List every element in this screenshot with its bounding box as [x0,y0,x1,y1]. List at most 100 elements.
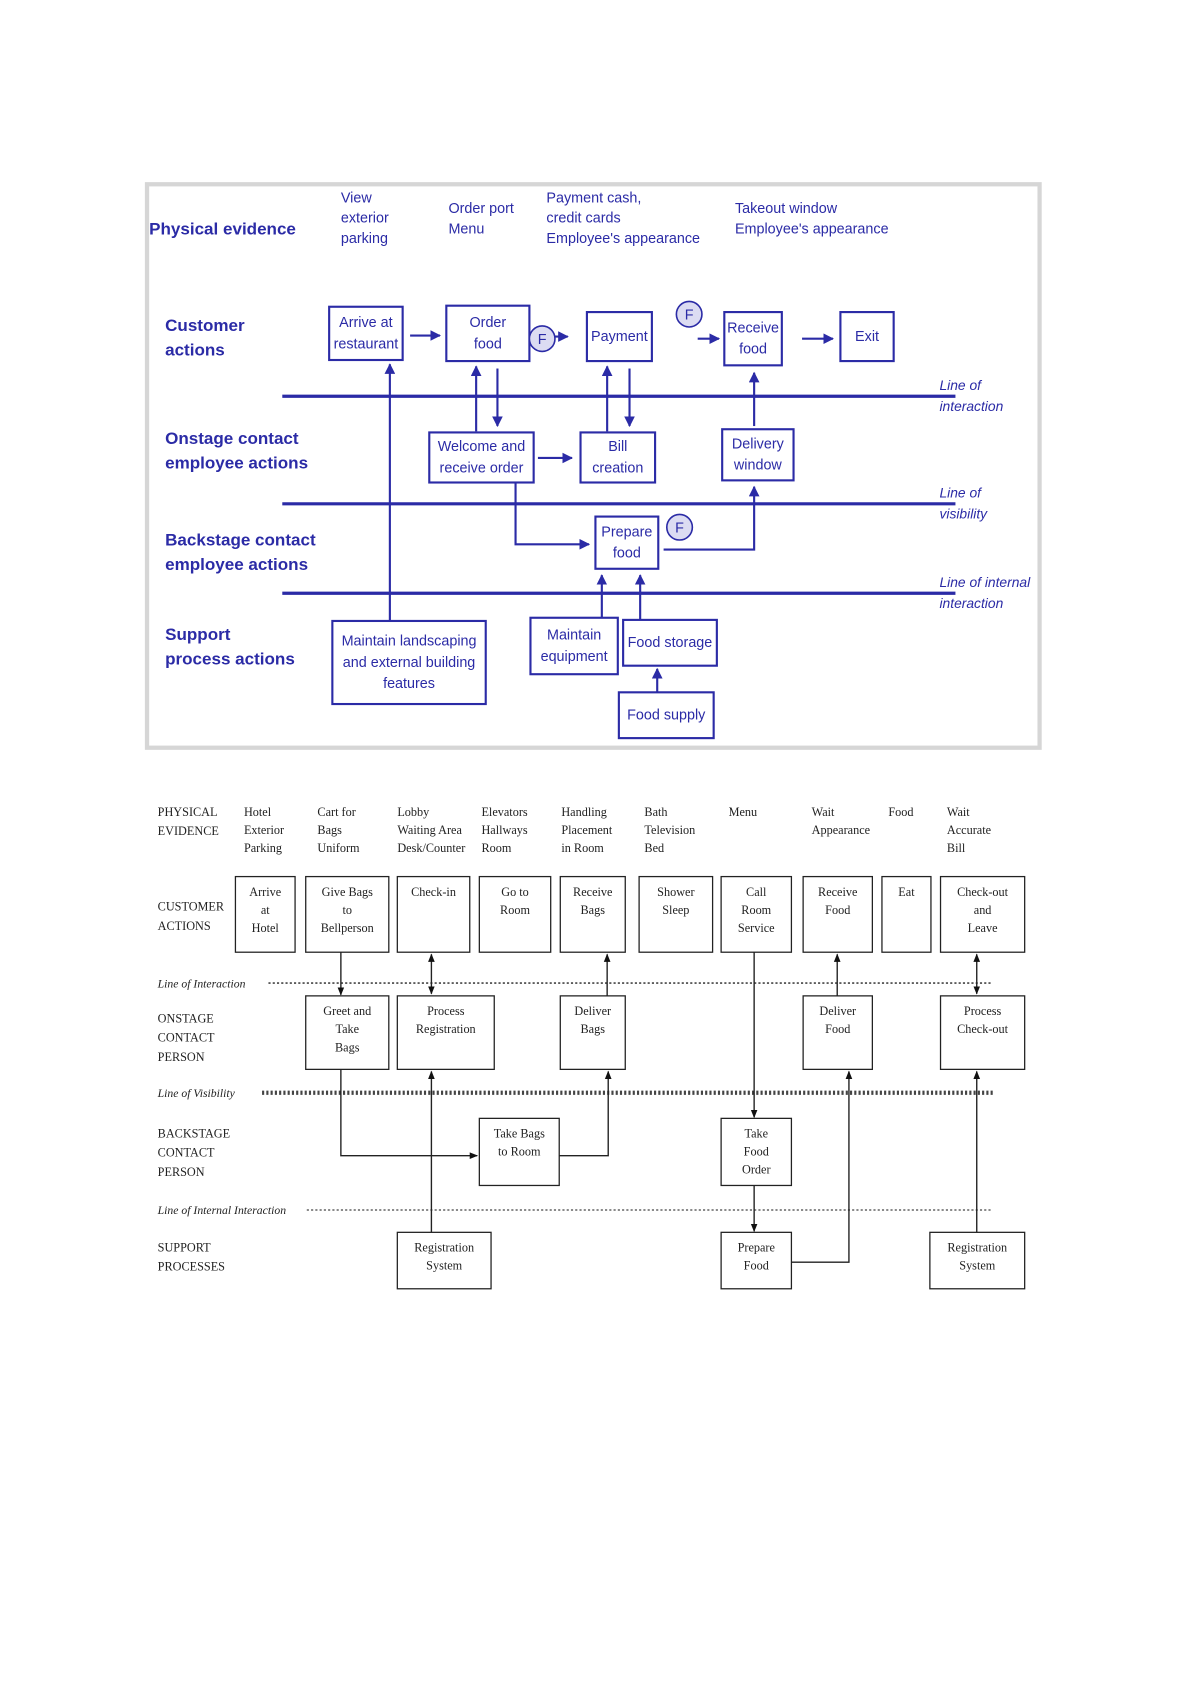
box-exit-label: Exit [855,329,879,345]
box-prepare-border [594,515,660,570]
box-welcome-label-line: receive order [440,460,524,476]
fail-point-marker: F [528,325,556,353]
box-take_bags-label-line: Take Bags [494,1127,545,1141]
flow-arrow [663,485,760,551]
box-delivery-label-line: Delivery [732,436,785,452]
lane-label-line: SUPPORT [158,1241,212,1255]
box-prepare_food-label-line: Prepare [738,1241,775,1255]
physical-evidence-item-line: Waiting Area [397,823,462,837]
physical-evidence-item: Food [888,805,913,819]
boundary-line-label-line: Line of internal [939,574,1031,590]
boundary-line-label-line: interaction [939,595,1003,611]
box-greet-label-line: Greet and [323,1004,371,1018]
physical-evidence-item-line: Employee's appearance [735,221,889,237]
box-supply-label: Food supply [627,707,706,723]
box-prepare-label-line: Prepare [601,524,652,540]
box-payment-label-line: Payment [591,329,648,345]
fail-point-circle [528,325,556,353]
boundary-line-label-line: interaction [939,398,1003,414]
physical-evidence-item-line: Food [888,805,913,819]
lane-label-line: PHYSICAL [158,805,218,819]
box-receive_bags-border [559,875,626,953]
box-arrive-border [328,305,404,362]
box-order-label-line: Order [469,315,506,331]
fail-point-marker: F [665,513,694,541]
box-storage-border [622,618,718,667]
box-arrive-label-line: Arrive [249,885,281,899]
box-supply-label-line: Food supply [627,707,706,723]
box-process_checkout-label-line: Process [964,1004,1002,1018]
box-storage-label-line: Food storage [628,635,713,651]
lane-label-line: Backstage contact [165,530,316,549]
box-equipment-label-line: Maintain [547,628,601,644]
flow-arrow [791,1070,853,1263]
box-deliver_bags-border [559,995,626,1071]
flow-arrow [340,1069,479,1159]
box-equipment-border [529,616,619,676]
box-checkout-label-line: Leave [968,921,998,935]
box-go_room-label-line: Go to [501,885,529,899]
boundary-line-label: Line of internal interaction [939,574,1031,611]
box-take_order-border [720,1117,793,1187]
physical-evidence-item-line: exterior [341,211,389,227]
box-go_room-border [478,875,552,953]
box-call_service-label-line: Call [746,885,767,899]
lane-label-line: CONTACT [158,1146,215,1160]
physical-evidence-item-line: Parking [244,841,282,855]
box-delivery-border [721,428,795,482]
boundary-line-label: Line of Internal Interaction [157,1204,287,1217]
box-bill-label-line: Bill [608,439,627,455]
box-prepare_food-label-line: Food [744,1259,769,1273]
lane-label-line: CONTACT [158,1031,215,1045]
boundary-line-label-line: visibility [939,506,988,522]
box-eat-label-line: Eat [898,885,915,899]
box-prepare: Prepare food [594,515,660,570]
box-deliver_food-label-line: Deliver [819,1004,856,1018]
fail-point-label: F [675,521,684,537]
physical-evidence-item-line: View [341,190,372,206]
box-process_checkout-border [939,995,1026,1071]
box-give_bags-label-line: Bellperson [321,921,374,935]
box-take_bags-label-line: to Room [498,1145,541,1159]
box-take_order-label-line: Food [744,1145,769,1159]
box-prepare-label-line: food [613,546,641,562]
box-take_order-label-line: Order [742,1163,771,1177]
flow-arrow [514,482,591,550]
box-process_checkout-label-line: Check-out [957,1022,1009,1036]
box-delivery-label-line: window [733,458,783,474]
box-checkin-label-line: Check-in [411,885,456,899]
box-arrive-label-line: restaurant [334,336,399,352]
box-take_bags-border [478,1117,560,1187]
box-process_reg-label-line: Registration [416,1022,476,1036]
box-shower-label-line: Sleep [662,903,689,917]
box-greet-border [305,995,390,1071]
box-give_bags-border [305,875,390,953]
lane-label-line: process actions [165,650,295,669]
boundary-line-label: Line of Visibility [157,1087,236,1100]
box-arrive-label-line: Hotel [252,921,280,935]
box-payment: Payment [585,311,653,363]
box-checkout-label-line: Check-out [957,885,1009,899]
